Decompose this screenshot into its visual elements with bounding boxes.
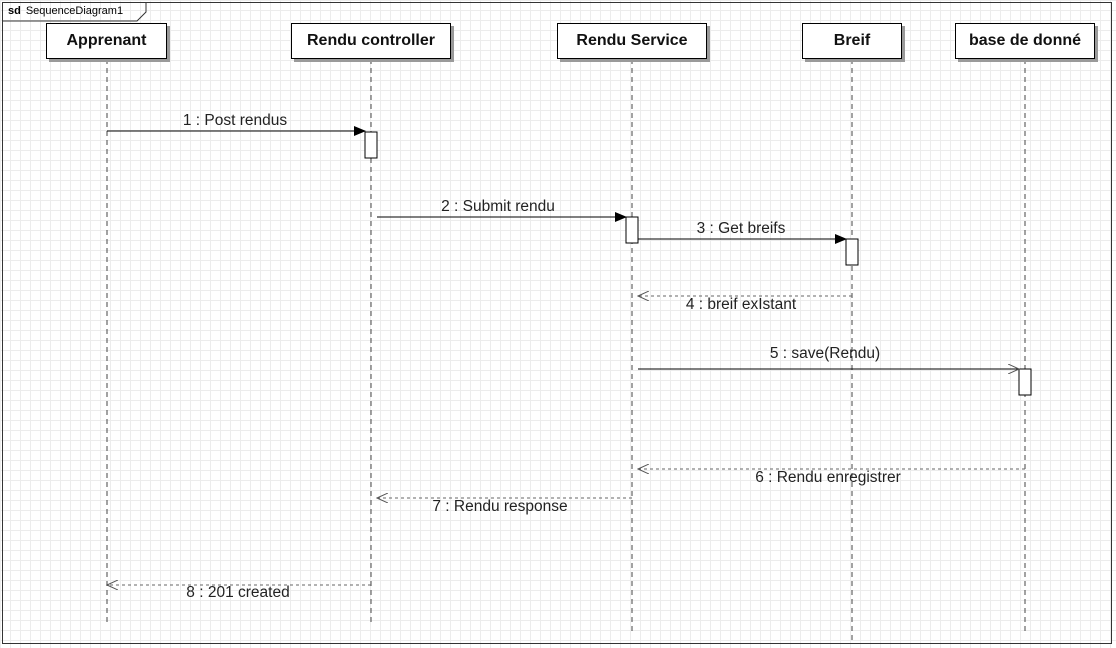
message-label-1: 1 : Post rendus bbox=[182, 112, 288, 129]
activation-controller[interactable] bbox=[364, 131, 378, 159]
lifeline-box-controller[interactable]: Rendu controller bbox=[291, 23, 451, 59]
message-label-5: 5 : save(Rendu) bbox=[769, 345, 881, 362]
lifeline-box-breif[interactable]: Breif bbox=[802, 23, 902, 59]
activation-service[interactable] bbox=[625, 216, 639, 244]
message-label-7: 7 : Rendu response bbox=[432, 498, 568, 515]
lifeline-label-controller: Rendu controller bbox=[306, 32, 435, 49]
frame-keyword: sd bbox=[8, 5, 21, 17]
lifeline-label-apprenant: Apprenant bbox=[66, 32, 147, 49]
lifeline-label-db: base de donné bbox=[968, 32, 1082, 49]
lifeline-box-service[interactable]: Rendu Service bbox=[557, 23, 707, 59]
activation-breif[interactable] bbox=[845, 238, 859, 266]
frame-name: SequenceDiagram1 bbox=[25, 5, 124, 17]
lifeline-label-service: Rendu Service bbox=[576, 32, 688, 49]
message-label-3: 3 : Get breifs bbox=[696, 220, 786, 237]
lifeline-label-breif: Breif bbox=[833, 32, 871, 49]
message-label-2: 2 : Submit rendu bbox=[441, 198, 555, 215]
lifeline-box-db[interactable]: base de donné bbox=[955, 23, 1095, 59]
lifeline-box-apprenant[interactable]: Apprenant bbox=[46, 23, 167, 59]
message-label-4: 4 : breif exIstant bbox=[685, 296, 797, 313]
message-label-8: 8 : 201 created bbox=[186, 584, 290, 601]
message-label-6: 6 : Rendu enregistrer bbox=[755, 469, 901, 486]
frame-label: sd SequenceDiagram1 bbox=[8, 5, 123, 17]
activation-db[interactable] bbox=[1018, 368, 1032, 396]
